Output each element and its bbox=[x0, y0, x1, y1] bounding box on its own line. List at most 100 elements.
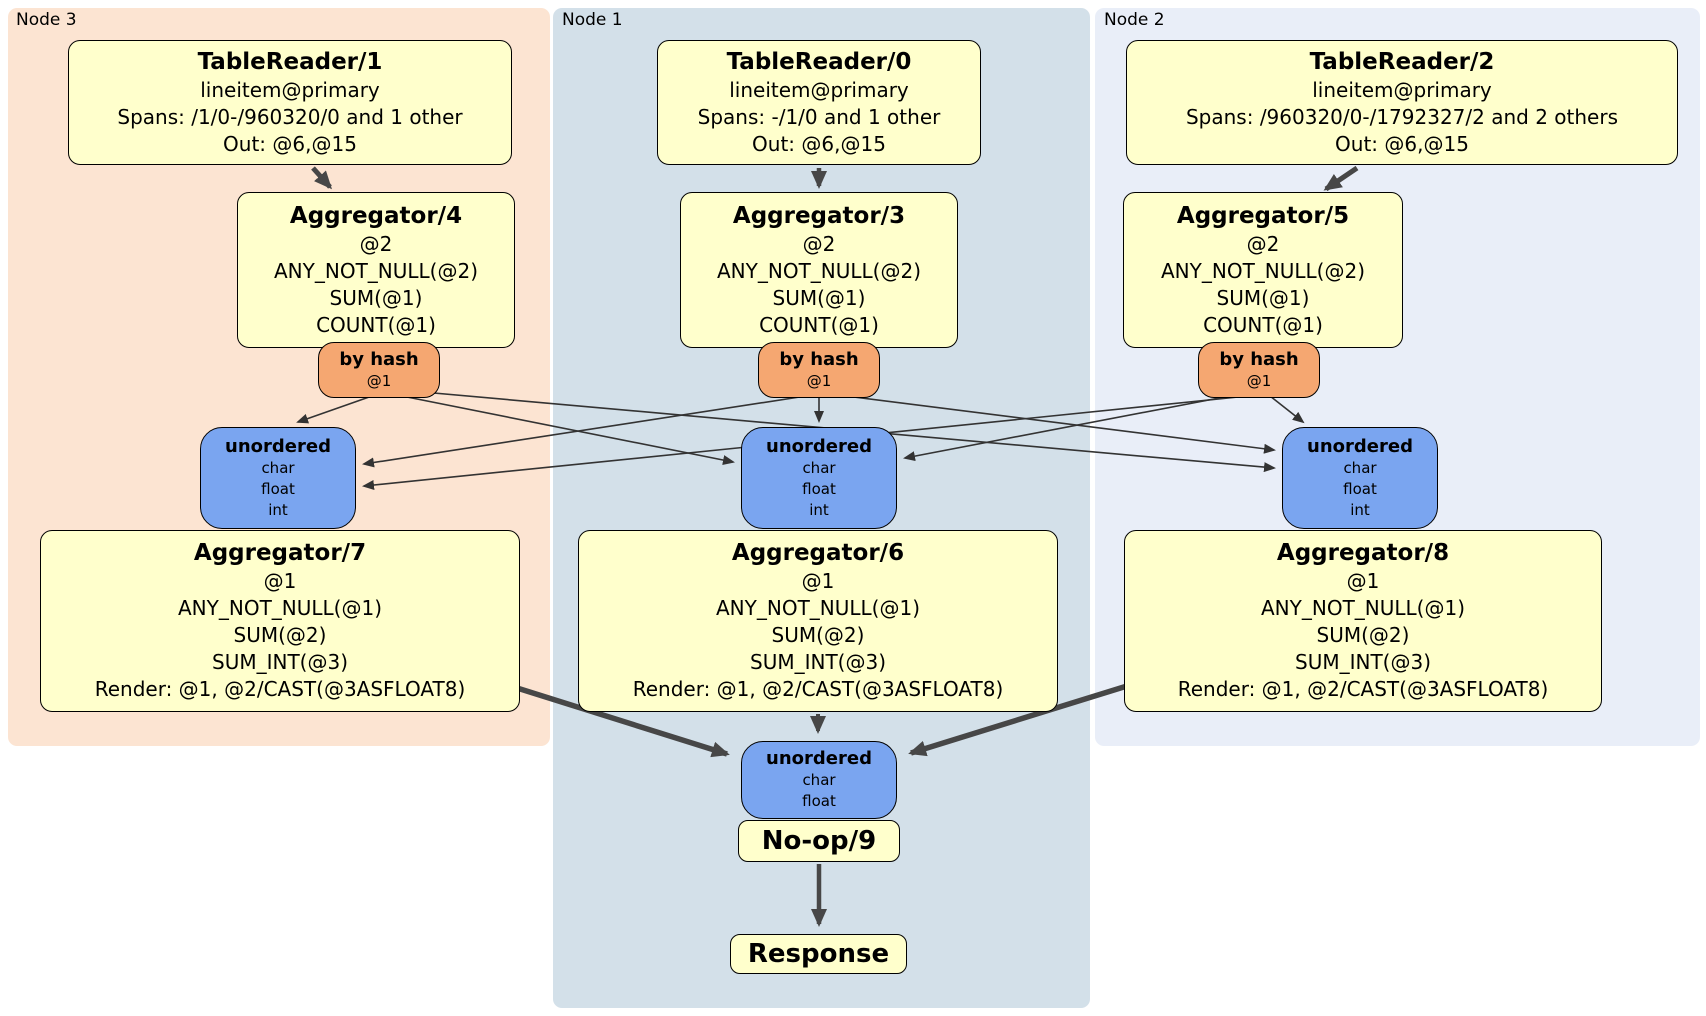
aggregator5-anynotnull: ANY_NOT_NULL(@2) bbox=[1161, 258, 1365, 283]
edge-byhash1-unordered2 bbox=[829, 393, 1276, 454]
aggregator3-sum: SUM(@1) bbox=[772, 285, 866, 310]
byhash-router-node3: by hash @1 bbox=[318, 342, 440, 398]
node3-region-label: Node 3 bbox=[16, 10, 77, 30]
unordered1-title: unordered bbox=[766, 435, 872, 457]
edge-tr2-agg5 bbox=[1323, 165, 1359, 192]
response-node: Response bbox=[730, 934, 907, 974]
aggregator3-node: Aggregator/3 @2 ANY_NOT_NULL(@2) SUM(@1)… bbox=[680, 192, 958, 348]
edge-byhash2-unordered2 bbox=[1269, 395, 1305, 424]
aggregator8-sum: SUM(@2) bbox=[1316, 623, 1410, 647]
tablereader0-out: Out: @6,@15 bbox=[752, 131, 886, 156]
tablereader0-spans: Spans: -/1/0 and 1 other bbox=[697, 104, 941, 129]
tablereader1-title: TableReader/1 bbox=[197, 48, 383, 75]
aggregator4-node: Aggregator/4 @2 ANY_NOT_NULL(@2) SUM(@1)… bbox=[237, 192, 515, 348]
tablereader1-spans: Spans: /1/0-/960320/0 and 1 other bbox=[117, 104, 463, 129]
unordered3-type-char: char bbox=[261, 458, 295, 477]
aggregator5-sum: SUM(@1) bbox=[1216, 285, 1310, 310]
tablereader2-index: lineitem@primary bbox=[1312, 77, 1492, 102]
tablereader1-index: lineitem@primary bbox=[200, 77, 380, 102]
aggregator8-render: Render: @1, @2/CAST(@3ASFLOAT8) bbox=[1177, 677, 1549, 701]
aggregator6-anynotnull: ANY_NOT_NULL(@1) bbox=[716, 596, 920, 620]
thick-arrows bbox=[311, 165, 1359, 927]
aggregator5-count: COUNT(@1) bbox=[1203, 312, 1323, 337]
byhash1-title: by hash bbox=[779, 348, 859, 370]
aggregator6-render: Render: @1, @2/CAST(@3ASFLOAT8) bbox=[632, 677, 1004, 701]
unordered3-type-int: int bbox=[268, 500, 288, 519]
unordered1-type-char: char bbox=[802, 458, 836, 477]
unordered1-type-int: int bbox=[809, 500, 829, 519]
unordered-final-type-float: float bbox=[802, 792, 836, 810]
aggregator5-node: Aggregator/5 @2 ANY_NOT_NULL(@2) SUM(@1)… bbox=[1123, 192, 1403, 348]
aggregator3-title: Aggregator/3 bbox=[732, 202, 906, 229]
unordered1-type-float: float bbox=[802, 479, 836, 498]
edge-byhash3-unordered1 bbox=[391, 393, 735, 465]
tablereader2-spans: Spans: /960320/0-/1792327/2 and 2 others bbox=[1185, 104, 1618, 129]
noop-title: No-op/9 bbox=[761, 826, 877, 856]
unordered3-title: unordered bbox=[225, 435, 331, 457]
aggregator4-title: Aggregator/4 bbox=[289, 202, 463, 229]
aggregator8-node: Aggregator/8 @1 ANY_NOT_NULL(@1) SUM(@2)… bbox=[1124, 530, 1602, 712]
aggregator7-render: Render: @1, @2/CAST(@3ASFLOAT8) bbox=[94, 677, 466, 701]
aggregator3-groupcols: @2 bbox=[802, 231, 836, 256]
tablereader2-out: Out: @6,@15 bbox=[1335, 131, 1469, 156]
aggregator4-count: COUNT(@1) bbox=[316, 312, 436, 337]
noop-node: No-op/9 bbox=[738, 820, 900, 862]
aggregator7-sum: SUM(@2) bbox=[233, 623, 327, 647]
edge-agg8-unordered bbox=[908, 683, 1128, 757]
tablereader1-node: TableReader/1 lineitem@primary Spans: /1… bbox=[68, 40, 512, 165]
aggregator6-sum: SUM(@2) bbox=[771, 623, 865, 647]
byhash2-col: @1 bbox=[1246, 371, 1272, 390]
edge-agg7-unordered bbox=[516, 685, 730, 758]
aggregator6-sumint: SUM_INT(@3) bbox=[750, 650, 886, 674]
unordered2-type-int: int bbox=[1350, 500, 1370, 519]
edge-byhash2-unordered1 bbox=[903, 393, 1241, 462]
node1-region-label: Node 1 bbox=[562, 10, 623, 30]
edge-tr1-agg4 bbox=[311, 166, 333, 190]
unordered2-type-float: float bbox=[1343, 479, 1377, 498]
tablereader2-title: TableReader/2 bbox=[1309, 48, 1495, 75]
aggregator8-anynotnull: ANY_NOT_NULL(@1) bbox=[1261, 596, 1465, 620]
aggregator4-anynotnull: ANY_NOT_NULL(@2) bbox=[274, 258, 478, 283]
aggregator4-sum: SUM(@1) bbox=[329, 285, 423, 310]
aggregator4-groupcols: @2 bbox=[359, 231, 393, 256]
tablereader1-out: Out: @6,@15 bbox=[223, 131, 357, 156]
aggregator7-anynotnull: ANY_NOT_NULL(@1) bbox=[178, 596, 382, 620]
aggregator3-count: COUNT(@1) bbox=[759, 312, 879, 337]
aggregator8-sumint: SUM_INT(@3) bbox=[1295, 650, 1431, 674]
byhash-router-node1: by hash @1 bbox=[758, 342, 880, 398]
unordered-sync-final: unordered char float bbox=[741, 741, 897, 819]
aggregator7-title: Aggregator/7 bbox=[193, 540, 367, 566]
unordered2-title: unordered bbox=[1307, 435, 1413, 457]
unordered-sync-node3: unordered char float int bbox=[200, 427, 356, 529]
tablereader0-node: TableReader/0 lineitem@primary Spans: -/… bbox=[657, 40, 981, 165]
tablereader0-title: TableReader/0 bbox=[726, 48, 912, 75]
aggregator5-title: Aggregator/5 bbox=[1176, 202, 1350, 229]
edge-byhash3-unordered3 bbox=[296, 395, 373, 424]
unordered2-type-char: char bbox=[1343, 458, 1377, 477]
byhash2-title: by hash bbox=[1219, 348, 1299, 370]
tablereader0-index: lineitem@primary bbox=[729, 77, 909, 102]
tablereader2-node: TableReader/2 lineitem@primary Spans: /9… bbox=[1126, 40, 1678, 165]
node2-region-label: Node 2 bbox=[1104, 10, 1165, 30]
edge-byhash1-unordered3 bbox=[362, 395, 807, 468]
unordered3-type-float: float bbox=[261, 479, 295, 498]
byhash3-col: @1 bbox=[366, 371, 392, 390]
aggregator7-node: Aggregator/7 @1 ANY_NOT_NULL(@1) SUM(@2)… bbox=[40, 530, 520, 712]
byhash3-title: by hash bbox=[339, 348, 419, 370]
aggregator7-sumint: SUM_INT(@3) bbox=[212, 650, 348, 674]
aggregator7-groupcols: @1 bbox=[263, 569, 297, 593]
unordered-final-title: unordered bbox=[766, 748, 872, 769]
byhash1-col: @1 bbox=[806, 371, 832, 390]
aggregator8-title: Aggregator/8 bbox=[1276, 540, 1450, 566]
aggregator5-groupcols: @2 bbox=[1246, 231, 1280, 256]
unordered-sync-node1: unordered char float int bbox=[741, 427, 897, 529]
byhash-router-node2: by hash @1 bbox=[1198, 342, 1320, 398]
unordered-sync-node2: unordered char float int bbox=[1282, 427, 1438, 529]
unordered-final-type-char: char bbox=[802, 771, 836, 789]
aggregator8-groupcols: @1 bbox=[1346, 569, 1380, 593]
aggregator6-groupcols: @1 bbox=[801, 569, 835, 593]
aggregator3-anynotnull: ANY_NOT_NULL(@2) bbox=[717, 258, 921, 283]
aggregator6-title: Aggregator/6 bbox=[731, 540, 905, 566]
